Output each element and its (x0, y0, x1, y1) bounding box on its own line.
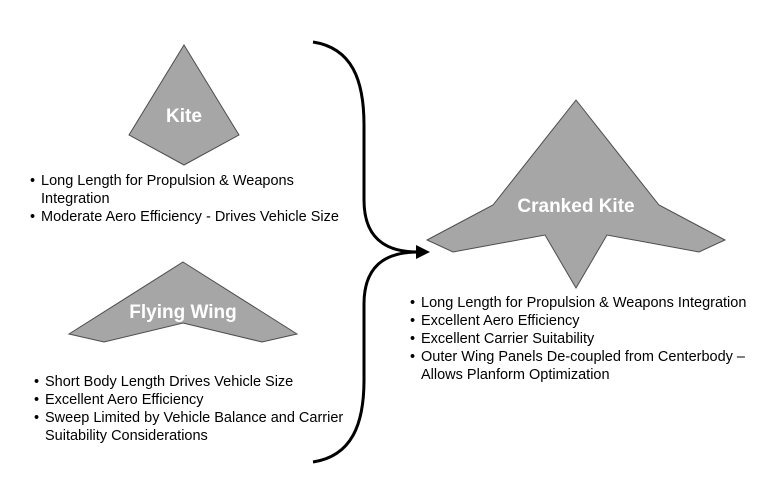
list-item: Excellent Carrier Suitability (410, 330, 750, 348)
kite-bullet-list: Long Length for Propulsion & Weapons Int… (30, 172, 350, 226)
list-item: Outer Wing Panels De-coupled from Center… (410, 348, 750, 384)
cranked-kite-planform-shape (425, 99, 727, 289)
brace-connector-lower (312, 250, 419, 464)
cranked-kite-label: Cranked Kite (517, 196, 634, 217)
kite-planform-shape (128, 44, 240, 166)
flying-wing-planform-shape (67, 261, 299, 343)
list-item: Excellent Aero Efficiency (410, 312, 750, 330)
list-item: Excellent Aero Efficiency (34, 391, 344, 409)
list-item: Short Body Length Drives Vehicle Size (34, 373, 344, 391)
arrow-head-icon (416, 245, 430, 259)
cranked-kite-bullet-list: Long Length for Propulsion & Weapons Int… (410, 294, 750, 384)
list-item: Moderate Aero Efficiency - Drives Vehicl… (30, 208, 350, 226)
list-item: Sweep Limited by Vehicle Balance and Car… (34, 409, 344, 445)
kite-label: Kite (166, 106, 202, 127)
brace-connector (312, 40, 419, 254)
list-item: Long Length for Propulsion & Weapons Int… (30, 172, 350, 208)
flying-wing-label: Flying Wing (129, 302, 236, 323)
list-item: Long Length for Propulsion & Weapons Int… (410, 294, 750, 312)
flying-wing-bullet-list: Short Body Length Drives Vehicle Size Ex… (34, 373, 344, 445)
